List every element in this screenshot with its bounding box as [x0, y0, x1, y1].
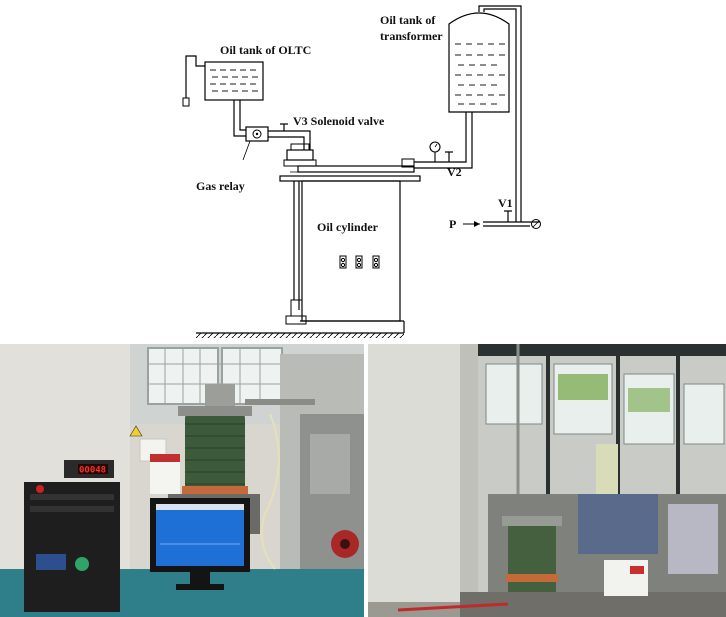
valve-v1: [483, 210, 541, 229]
label-v2: V2: [447, 165, 462, 179]
transformer-oil-tank: [448, 5, 522, 222]
monitor: [150, 498, 250, 590]
oil-cylinder-photo: [178, 384, 252, 494]
oltc-oil-tank: [182, 55, 264, 107]
label-transformer-tank-1: Oil tank of: [380, 13, 436, 27]
label-transformer-tank-2: transformer: [380, 29, 443, 43]
digital-meter: 00048: [64, 460, 114, 478]
oil-cylinder: [279, 165, 421, 333]
meter-reading: 00048: [79, 466, 106, 476]
label-gas-relay: Gas relay: [196, 179, 245, 193]
oil-cylinder-photo: [502, 516, 562, 594]
valve-v2: [445, 151, 453, 162]
gas-relay: [242, 126, 269, 161]
label-p: P: [449, 217, 456, 231]
inlet-arrow: [463, 221, 480, 227]
pc-tower: [24, 482, 120, 612]
pressure-gauge: [429, 141, 441, 162]
schematic-diagram: Oil tank of OLTC Oil tank of transformer…: [182, 5, 541, 338]
label-solenoid-valve: V3 Solenoid valve: [293, 114, 385, 128]
label-oltc-tank: Oil tank of OLTC: [220, 43, 311, 57]
lab-photo-left: 00048: [0, 344, 364, 617]
lab-photo-right: [368, 344, 726, 617]
solenoid-valve-v3: [280, 123, 288, 131]
ground-line: [196, 332, 404, 338]
label-v1: V1: [498, 196, 513, 210]
label-oil-cylinder: Oil cylinder: [317, 220, 379, 234]
